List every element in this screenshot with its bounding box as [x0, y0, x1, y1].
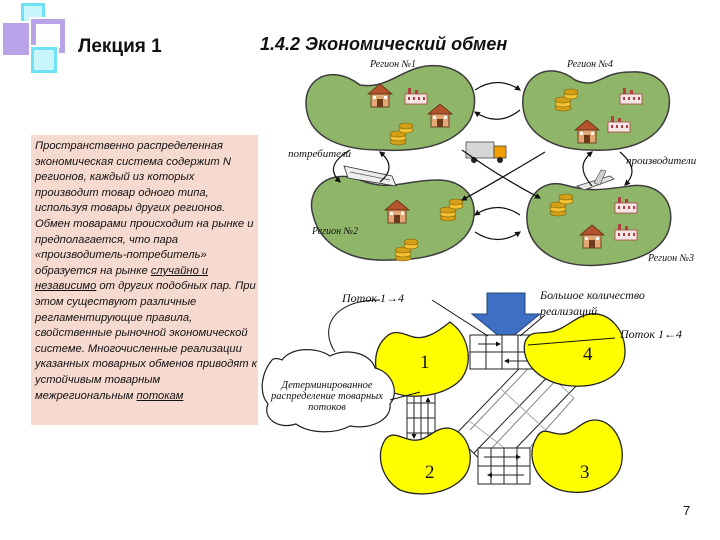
region-1-shape [305, 64, 476, 152]
node-3-shape [531, 419, 623, 494]
description-panel [31, 135, 258, 425]
pointer-realizations [519, 314, 546, 337]
airplane-icon [575, 169, 615, 191]
slide-title: 1.4.2 Экономический обмен [260, 34, 508, 54]
pointer-flow-4-1 [527, 337, 616, 346]
region-1-label: Регион №1 [370, 59, 416, 70]
many-realizations-label: Большое количество реализаций [540, 288, 645, 318]
description-flows: потокам [136, 389, 184, 402]
region-2-label: Регион №2 [312, 226, 358, 237]
region-4-label: Регион №4 [567, 59, 613, 70]
pointer-flow-1-4 [328, 299, 381, 353]
page-number: 7 [683, 503, 691, 518]
node-2-label: 2 [425, 462, 435, 483]
node-3-label: 3 [580, 462, 590, 483]
deterministic-label: Детерминированное распределение товарных… [271, 380, 383, 413]
node-4-label: 4 [583, 344, 593, 365]
lecture-title: Лекция 1 [78, 36, 162, 57]
description-part1: Пространственно распределенная экономиче… [35, 140, 254, 277]
description-random: случайно и независимо [35, 264, 209, 293]
truck-icon [465, 141, 507, 163]
down-arrow-icon [470, 292, 542, 343]
node-1-label: 1 [420, 352, 430, 373]
node-2-shape [379, 427, 471, 495]
pointer-flow-1-4-to-grid [431, 299, 489, 337]
flow-1-4-label: Поток 1→4 [342, 291, 404, 305]
flow-4-1-label: Поток 1←4 [620, 327, 682, 341]
corner-logo [1, 1, 67, 75]
deterministic-cloud [261, 349, 395, 433]
region-3-label: Регион №3 [648, 253, 694, 264]
producers-label: производители [626, 155, 697, 167]
consumers-label: потребители [288, 148, 352, 160]
exchange-diagram: 1 4 2 3 [261, 64, 672, 495]
description-text: Пространственно распределенная экономиче… [35, 139, 257, 404]
description-part2: от других подобных пар. При этом существ… [35, 280, 257, 402]
pointer-cloud [389, 391, 421, 401]
node-4-shape [523, 313, 626, 387]
flow-grid-bottom [477, 447, 531, 485]
exchange-arrows [332, 81, 633, 241]
